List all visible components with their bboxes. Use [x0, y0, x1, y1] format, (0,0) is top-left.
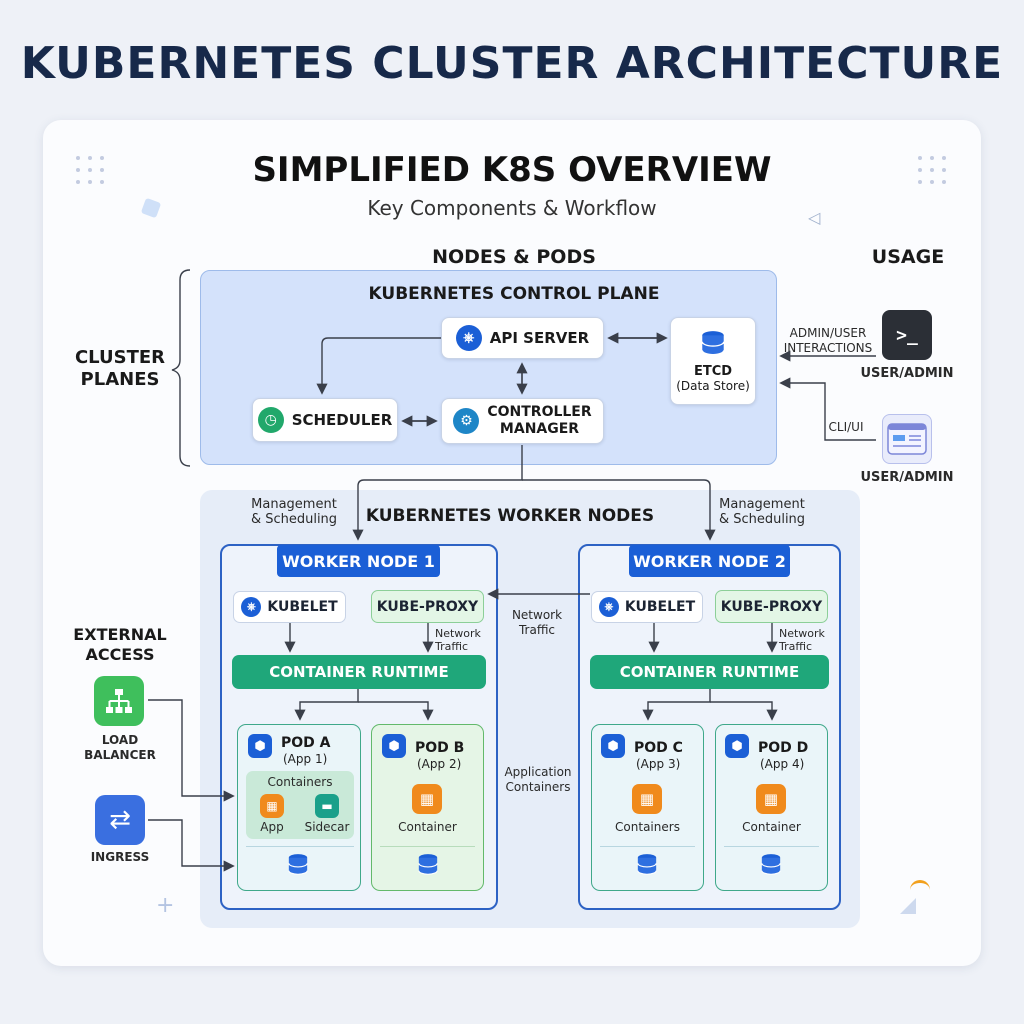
pod-d-app: (App 4) — [760, 757, 805, 771]
folder-icon: ▬ — [315, 794, 339, 818]
cube-icon: ⬢ — [601, 734, 625, 758]
cluster-planes-label: CLUSTER PLANES — [74, 347, 166, 390]
cli-ui-label: CLI/UI — [828, 420, 864, 434]
pod-a-name: POD A — [281, 735, 331, 751]
mgmt-scheduling-right: Management & Scheduling — [718, 497, 806, 527]
kubelet-2-label: KUBELET — [624, 599, 696, 615]
kube-proxy-2[interactable]: KUBE-PROXY — [715, 590, 828, 623]
scheduler-label: SCHEDULER — [291, 411, 393, 429]
ingress-label: INGRESS — [90, 850, 150, 864]
container-box-icon: ▦ — [412, 784, 442, 814]
database-icon — [701, 330, 725, 355]
etcd-sublabel: (Data Store) — [676, 378, 750, 393]
load-balancer-label: LOAD BALANCER — [84, 733, 156, 762]
pod-c-divider — [600, 846, 695, 847]
container-runtime-1[interactable]: CONTAINER RUNTIME — [232, 655, 486, 689]
database-icon — [761, 854, 781, 875]
pod-b-container-label: Container — [398, 820, 457, 834]
network-traffic-2: Network Traffic — [779, 627, 825, 653]
pod-b-divider — [380, 846, 475, 847]
database-icon — [288, 854, 308, 875]
network-traffic-mid: Network Traffic — [511, 608, 563, 637]
worker-nodes-title: KUBERNETES WORKER NODES — [365, 506, 655, 526]
shuffle-icon: ⇄ — [109, 805, 131, 835]
diagram-title: SIMPLIFIED K8S OVERVIEW — [252, 150, 772, 190]
pod-b-name: POD B — [415, 740, 465, 756]
terminal-tile[interactable]: >_ — [882, 310, 932, 360]
controller-manager-box[interactable]: ⚙ CONTROLLER MANAGER — [441, 398, 604, 444]
gears-icon: ⚙ — [453, 408, 480, 434]
kubernetes-icon: ⎈ — [455, 325, 482, 351]
load-balancer-tile[interactable] — [94, 676, 144, 726]
decor-arc-icon — [910, 880, 930, 892]
container-box-icon: ▦ — [260, 794, 284, 818]
pod-b-app: (App 2) — [417, 757, 462, 771]
nodes-pods-label: NODES & PODS — [432, 246, 596, 268]
decor-dots-left — [72, 152, 116, 188]
worker-node-1-header: WORKER NODE 1 — [277, 545, 440, 577]
pod-a-divider — [246, 846, 354, 847]
decor-corner-icon — [900, 898, 916, 914]
database-icon — [637, 854, 657, 875]
control-plane-title: KUBERNETES CONTROL PLANE — [368, 284, 660, 304]
kube-proxy-1-label: KUBE-PROXY — [376, 598, 479, 615]
pod-a-app-container: App — [260, 820, 284, 834]
api-server-box[interactable]: ⎈ API SERVER — [441, 317, 604, 359]
cube-icon: ⬢ — [382, 734, 406, 758]
kubernetes-icon: ⎈ — [598, 597, 619, 617]
decor-plus-icon: + — [156, 893, 175, 918]
kubelet-2[interactable]: ⎈ KUBELET — [591, 591, 703, 623]
browser-window-icon — [887, 423, 927, 455]
kube-proxy-2-label: KUBE-PROXY — [720, 598, 823, 615]
page-title: KUBERNETES CLUSTER ARCHITECTURE — [20, 38, 1004, 89]
pod-a-app: (App 1) — [283, 752, 328, 766]
kubernetes-icon: ⎈ — [241, 597, 262, 617]
container-runtime-2[interactable]: CONTAINER RUNTIME — [590, 655, 829, 689]
api-server-label: API SERVER — [489, 329, 590, 347]
mgmt-scheduling-left: Management & Scheduling — [250, 497, 338, 527]
network-hierarchy-icon — [106, 689, 132, 713]
kubelet-1-label: KUBELET — [267, 599, 338, 615]
admin-interactions-label: ADMIN/USER INTERACTIONS — [783, 326, 873, 355]
ingress-tile[interactable]: ⇄ — [95, 795, 145, 845]
decor-dots-right — [914, 152, 958, 188]
pod-c-name: POD C — [634, 740, 683, 756]
scheduler-box[interactable]: ◷ SCHEDULER — [252, 398, 398, 442]
decor-triangle-icon: ◁ — [808, 208, 821, 227]
pod-c-containers-label: Containers — [615, 820, 680, 834]
kubelet-1[interactable]: ⎈ KUBELET — [233, 591, 346, 623]
pod-d-container-label: Container — [742, 820, 801, 834]
external-access-label: EXTERNAL ACCESS — [73, 625, 167, 664]
container-runtime-1-label: CONTAINER RUNTIME — [269, 663, 449, 681]
diagram-caption: Key Components & Workflow — [367, 196, 657, 220]
pod-a-containers-label: Containers — [267, 775, 333, 789]
etcd-box[interactable]: ETCD (Data Store) — [670, 317, 756, 405]
pod-d-divider — [724, 846, 819, 847]
clock-icon: ◷ — [257, 407, 284, 433]
user-admin-label-2: USER/ADMIN — [860, 470, 954, 485]
controller-manager-label: CONTROLLER MANAGER — [487, 404, 592, 437]
network-traffic-1: Network Traffic — [435, 627, 481, 653]
usage-label: USAGE — [871, 246, 945, 268]
cube-icon: ⬢ — [248, 734, 272, 758]
pod-a-sidecar-container: Sidecar — [304, 820, 350, 834]
pod-c-app: (App 3) — [636, 757, 681, 771]
etcd-label: ETCD — [693, 363, 733, 379]
pod-d-name: POD D — [758, 740, 809, 756]
application-containers-label: Application Containers — [504, 765, 572, 794]
worker-node-2-header: WORKER NODE 2 — [629, 545, 790, 577]
container-box-icon: ▦ — [756, 784, 786, 814]
kube-proxy-1[interactable]: KUBE-PROXY — [371, 590, 484, 623]
terminal-icon: >_ — [896, 324, 918, 346]
container-box-icon: ▦ — [632, 784, 662, 814]
user-admin-label-1: USER/ADMIN — [860, 366, 954, 381]
container-runtime-2-label: CONTAINER RUNTIME — [619, 663, 800, 681]
browser-tile[interactable] — [882, 414, 932, 464]
cube-icon: ⬢ — [725, 734, 749, 758]
database-icon — [418, 854, 438, 875]
